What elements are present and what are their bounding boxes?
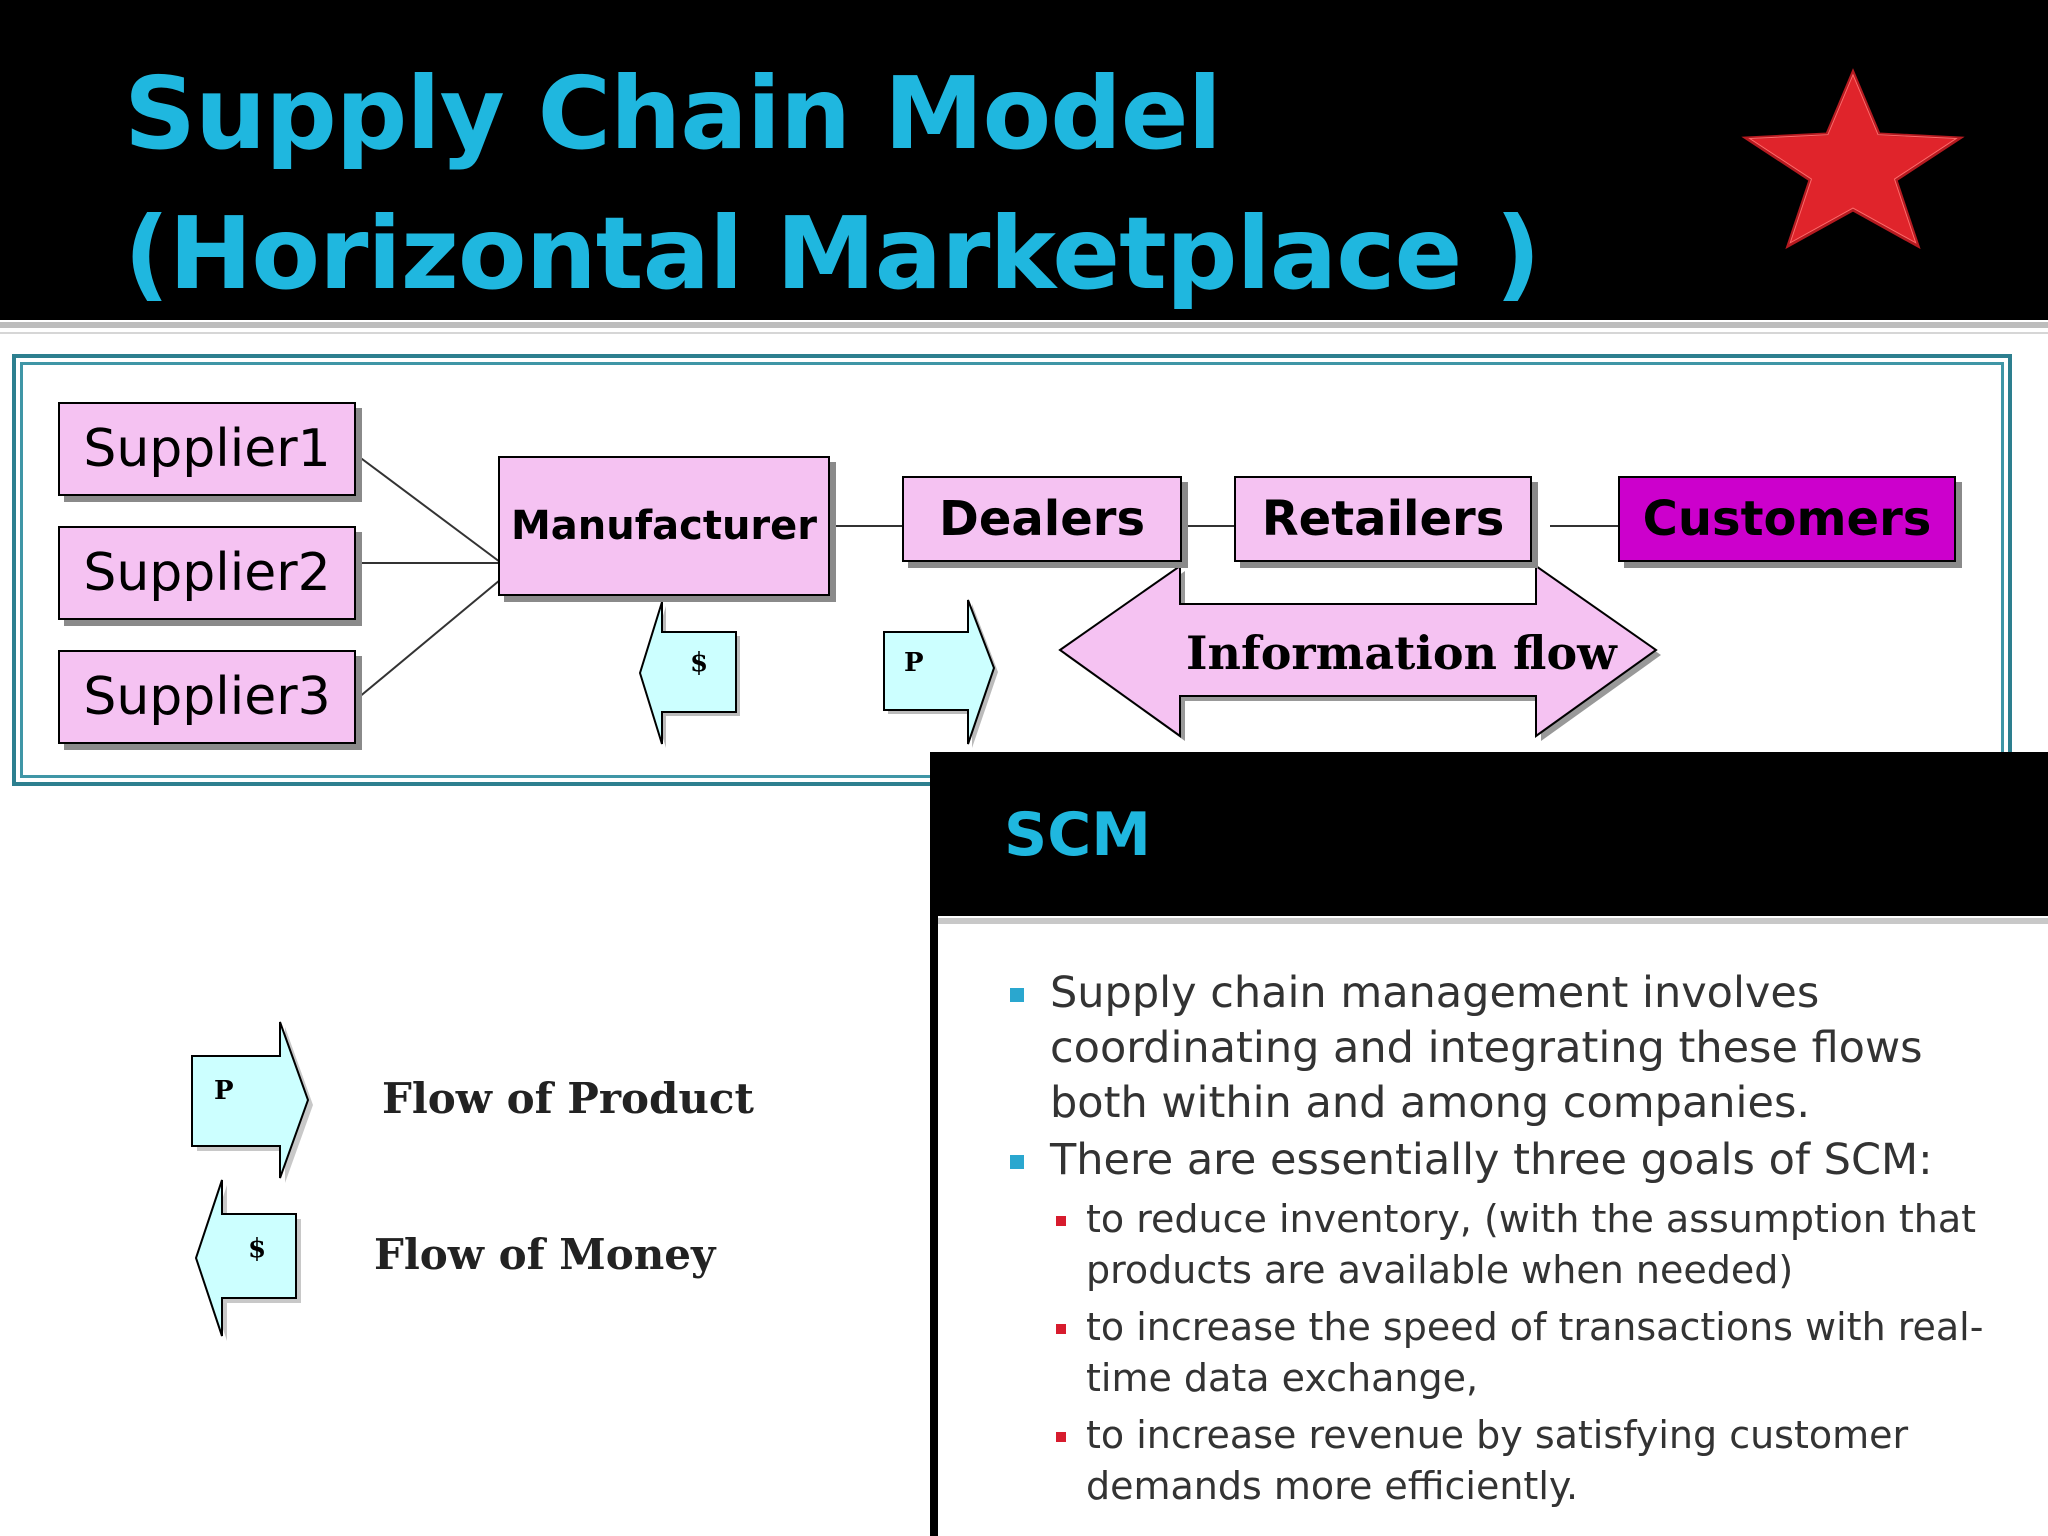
scm-sub-bullet-2: to increase the speed of transactions wi… bbox=[938, 1302, 2048, 1404]
supplier-3-box: Supplier3 bbox=[58, 650, 356, 744]
scm-slide: SCM Supply chain management involves coo… bbox=[930, 752, 2048, 1536]
supplier-1-label: Supplier1 bbox=[83, 419, 331, 479]
product-symbol: P bbox=[904, 648, 924, 678]
sub-bullet-marker bbox=[1056, 1324, 1066, 1334]
sub-bullet-marker bbox=[1056, 1432, 1066, 1442]
header-divider bbox=[0, 322, 2048, 328]
connector-supplier3-manufacturer bbox=[357, 579, 501, 699]
customers-box: Customers bbox=[1618, 476, 1956, 562]
scm-divider bbox=[938, 918, 2048, 924]
retailers-label: Retailers bbox=[1261, 491, 1505, 547]
scm-header bbox=[938, 760, 2048, 916]
legend-product-arrow-icon bbox=[191, 1021, 313, 1183]
legend-money-label: Flow of Money bbox=[374, 1230, 716, 1279]
scm-title: SCM bbox=[1004, 800, 1151, 870]
supplier-2-label: Supplier2 bbox=[83, 543, 331, 603]
connector-supplier1-manufacturer bbox=[357, 455, 501, 563]
supplier-2-box: Supplier2 bbox=[58, 526, 356, 620]
supplier-1-box: Supplier1 bbox=[58, 402, 356, 496]
scm-bullet-2-text: There are essentially three goals of SCM… bbox=[1050, 1135, 1933, 1185]
manufacturer-label: Manufacturer bbox=[510, 503, 818, 549]
dealers-box: Dealers bbox=[902, 476, 1182, 562]
scm-sub-bullet-1: to reduce inventory, (with the assumptio… bbox=[938, 1194, 2048, 1296]
header-divider-thin bbox=[0, 332, 2048, 334]
customers-label: Customers bbox=[1642, 491, 1932, 547]
legend-product-label: Flow of Product bbox=[382, 1074, 754, 1123]
money-symbol: $ bbox=[690, 648, 709, 678]
scm-bullet-2: There are essentially three goals of SCM… bbox=[938, 1133, 2048, 1188]
information-flow-label: Information flow bbox=[1186, 626, 1617, 680]
bullet-marker bbox=[1010, 988, 1024, 1002]
scm-bullet-1-text: Supply chain management involves coordin… bbox=[1050, 968, 1923, 1128]
bullet-marker bbox=[1010, 1155, 1024, 1169]
title-line-2: (Horizontal Marketplace ) bbox=[124, 195, 1541, 312]
title-line-1: Supply Chain Model bbox=[124, 55, 1222, 172]
legend-product-symbol: P bbox=[214, 1076, 234, 1106]
scm-sub-bullet-3-text: to increase revenue by satisfying custom… bbox=[1086, 1413, 1909, 1508]
manufacturer-box: Manufacturer bbox=[498, 456, 830, 596]
product-arrow-icon bbox=[883, 599, 998, 748]
information-flow-arrow-icon bbox=[1058, 564, 1661, 741]
sub-bullet-marker bbox=[1056, 1216, 1066, 1226]
slide-header bbox=[0, 0, 2048, 320]
scm-body: Supply chain management involves coordin… bbox=[938, 966, 2048, 1518]
retailers-box: Retailers bbox=[1234, 476, 1532, 562]
legend-money-symbol: $ bbox=[248, 1234, 267, 1264]
scm-sub-bullet-1-text: to reduce inventory, (with the assumptio… bbox=[1086, 1197, 1977, 1292]
scm-bullet-1: Supply chain management involves coordin… bbox=[938, 966, 2048, 1131]
scm-sub-bullet-3: to increase revenue by satisfying custom… bbox=[938, 1410, 2048, 1512]
star-icon bbox=[1741, 68, 1965, 250]
dealers-label: Dealers bbox=[938, 491, 1146, 547]
slide-title: Supply Chain Model (Horizontal Marketpla… bbox=[124, 44, 1541, 324]
scm-sub-bullet-2-text: to increase the speed of transactions wi… bbox=[1086, 1305, 1984, 1400]
supplier-3-label: Supplier3 bbox=[83, 667, 331, 727]
legend-money-arrow-icon bbox=[194, 1179, 301, 1341]
money-arrow-icon bbox=[638, 601, 740, 748]
